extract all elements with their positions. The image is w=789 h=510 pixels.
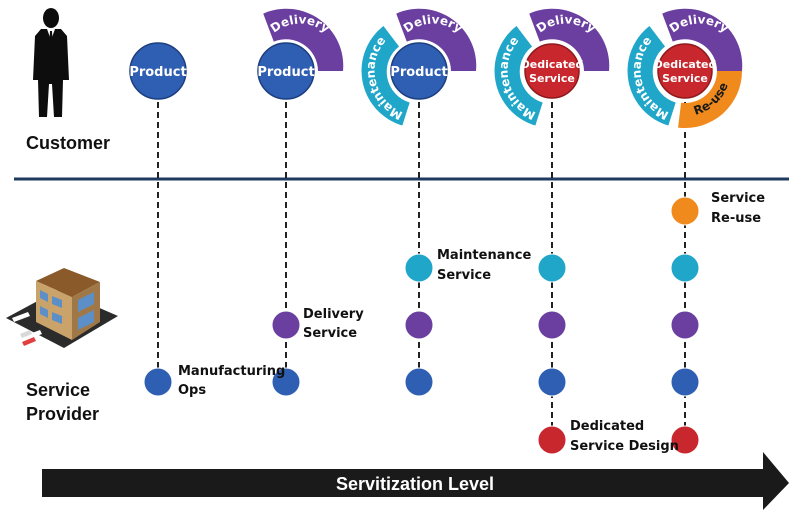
service-dot-maintenance-lane-4	[537, 253, 567, 283]
annotation-reuse-line1: Service	[711, 191, 765, 206]
hub-2: Delivery Product	[257, 8, 344, 100]
hub-3-label: Product	[390, 65, 447, 80]
provider-label-line1: Service	[26, 380, 90, 400]
annotation-manufacturing-line2: Ops	[178, 383, 206, 398]
hub-5-label-line2: Service	[662, 72, 708, 85]
annotation-reuse-line2: Re-use	[711, 211, 761, 226]
service-dot-maintenance-lane-3	[404, 253, 434, 283]
service-dot-delivery-lane-2	[271, 310, 301, 340]
service-dots	[143, 196, 700, 455]
hub-4-delivery-segment	[529, 8, 610, 71]
hub-1-core	[129, 42, 187, 100]
customer-person-icon	[33, 8, 69, 117]
hub-4-maintenance-segment	[494, 25, 543, 126]
provider-label-line2: Provider	[26, 404, 99, 424]
annotation-delivery-line1: Delivery	[303, 307, 364, 322]
hub-3-delivery-segment	[396, 8, 477, 71]
service-dot-delivery-lane-4	[537, 310, 567, 340]
servitization-axis-label: Servitization Level	[336, 474, 494, 494]
hub-5: Delivery Maintenance Re-use Dedicated Se…	[627, 8, 743, 129]
hub-3-maintenance-segment	[361, 25, 410, 126]
service-dot-delivery-lane-5	[670, 310, 700, 340]
hub-5-label-line1: Dedicated	[654, 58, 717, 71]
service-dot-dedicated-lane-5	[670, 425, 700, 455]
hub-4: Delivery Maintenance Dedicated Service	[494, 8, 610, 126]
hub-4-core	[524, 43, 580, 99]
hub-3-core	[390, 42, 448, 100]
hub-5-delivery-segment	[662, 8, 743, 72]
service-dot-dedicated-lane-4	[537, 425, 567, 455]
annotation-dedicated-line1: Dedicated	[570, 419, 644, 434]
hub-2-core	[257, 42, 315, 100]
hub-2-delivery-segment	[263, 8, 344, 71]
hub-1: Product	[129, 42, 187, 100]
service-dot-product-lane-3	[404, 367, 434, 397]
hub-5-core	[657, 43, 713, 99]
hub-5-maintenance-segment	[627, 25, 676, 126]
hub-3: Delivery Maintenance Product	[361, 8, 477, 126]
servitization-arrow: Servitization Level	[42, 452, 789, 510]
hub-1-label: Product	[129, 65, 186, 80]
annotation-delivery-line2: Service	[303, 326, 357, 341]
hub-5-reuse-segment	[678, 71, 742, 129]
annotation-maintenance-line2: Service	[437, 268, 491, 283]
hub-4-label-line2: Service	[529, 72, 575, 85]
customer-label: Customer	[26, 133, 110, 153]
provider-building-icon	[6, 268, 118, 348]
service-dot-reuse-lane-5	[670, 196, 700, 226]
annotation-maintenance-line1: Maintenance	[437, 248, 531, 263]
service-dot-maintenance-lane-5	[670, 253, 700, 283]
service-dot-product-lane-4	[537, 367, 567, 397]
service-dot-product-lane-5	[670, 367, 700, 397]
annotations: Manufacturing Ops Delivery Service Maint…	[178, 191, 765, 454]
annotation-dedicated-line2: Service Design	[570, 439, 679, 454]
servitization-arrow-shape	[42, 452, 789, 510]
service-dot-delivery-lane-3	[404, 310, 434, 340]
service-dot-product-lane-2	[271, 367, 301, 397]
hub-2-label: Product	[257, 65, 314, 80]
annotation-manufacturing-line1: Manufacturing	[178, 364, 285, 379]
hub-4-label-line1: Dedicated	[521, 58, 584, 71]
service-dot-product-lane-1	[143, 367, 173, 397]
